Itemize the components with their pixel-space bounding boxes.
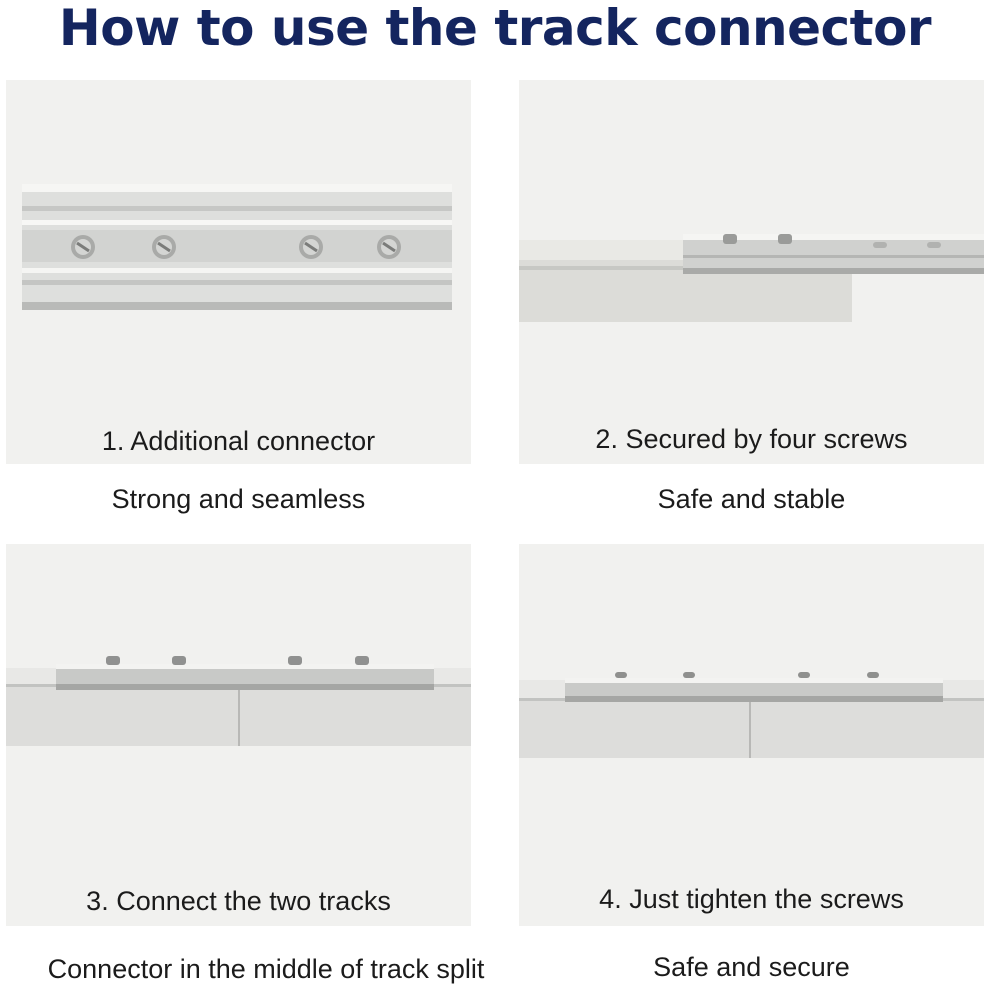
screw-icon [172,656,186,665]
screw-icon [927,242,941,248]
screw-icon [723,234,737,244]
screw-icon [778,234,792,244]
screw-icon [615,672,627,678]
step-4-panel: 4. Just tighten the screws [519,544,984,926]
connector-tightened-photo [519,672,984,758]
screw-icon [873,242,887,248]
step-3-subtitle: Connector in the middle of track split [47,954,485,984]
screw-icon [152,235,176,259]
step-4-caption: 4. Just tighten the screws [599,884,904,914]
step-2-caption: 2. Secured by four screws [595,424,908,454]
screw-icon [288,656,302,665]
screw-icon [355,656,369,665]
step-3-caption: 3. Connect the two tracks [86,886,391,916]
screw-icon [377,235,401,259]
step-2-subtitle: Safe and stable [657,484,846,514]
screw-icon [106,656,120,665]
step-2-panel: 2. Secured by four screws [519,80,984,464]
connector-half-inserted-photo [519,234,984,322]
screw-icon [299,235,323,259]
screw-icon [798,672,810,678]
screw-icon [867,672,879,678]
step-1-caption: 1. Additional connector [101,426,376,456]
step-3-panel: 3. Connect the two tracks [6,544,471,926]
step-4-subtitle: Safe and secure [653,952,850,982]
screw-icon [71,235,95,259]
page-title: How to use the track connector [58,0,932,57]
step-1-subtitle: Strong and seamless [111,484,366,514]
step-1-panel: 1. Additional connector [6,80,471,464]
loose-connector-plate-photo [22,184,452,310]
screw-icon [683,672,695,678]
connector-over-track-split-photo [6,656,471,746]
